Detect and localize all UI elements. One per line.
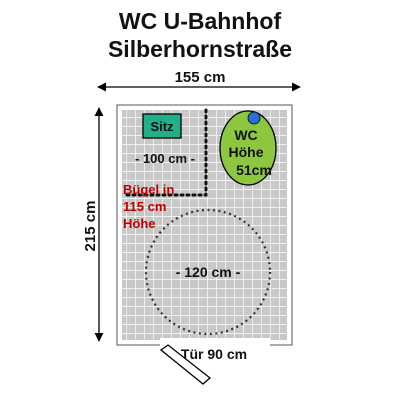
wc-label-line1: WC — [234, 127, 257, 143]
turning-circle — [144, 208, 272, 336]
wc-toilet — [219, 110, 277, 186]
height-dimension-label: 215 cm — [82, 201, 99, 252]
door-label: Tür 90 cm — [181, 346, 247, 362]
turning-circle-label: - 120 cm - — [176, 264, 241, 280]
door-opening — [160, 338, 270, 347]
grab-bar-label-line2: 115 cm — [123, 199, 166, 214]
distance-guide — [122, 108, 208, 197]
distance-label: - 100 cm - — [135, 151, 195, 166]
wc-flush-dot — [247, 111, 261, 125]
seat-label: Sitz — [150, 119, 174, 134]
seat — [142, 113, 182, 139]
wc-label-line2: Höhe — [229, 144, 264, 160]
wc-label-line3: 51cm — [236, 162, 272, 178]
grab-bar-label-line3: Höhe — [123, 216, 156, 231]
title-line-1: WC U-Bahnhof — [118, 8, 282, 34]
grab-bar-label-line1: Bügel in — [123, 182, 174, 197]
door-leaf — [159, 344, 212, 385]
width-dimension-label: 155 cm — [175, 69, 226, 86]
title-line-2: Silberhornstraße — [107, 36, 293, 62]
